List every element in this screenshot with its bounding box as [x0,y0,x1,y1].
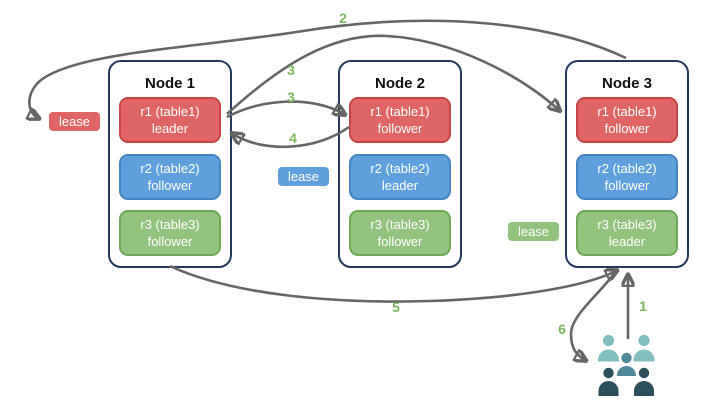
replica-role: leader [381,178,419,193]
replica-name: r2 (table2) [140,161,200,176]
arrow-step-5 [169,264,616,303]
lease-badge-r3: lease [507,221,560,242]
replica-role: follower [377,234,423,249]
node-3-replica-r2: r2 (table2) follower [576,154,678,200]
step-label-3-lower: 3 [287,89,295,105]
node-3-replica-r1: r1 (table1) follower [576,97,678,143]
node-1-replica-r2: r2 (table2) follower [119,154,221,200]
node-1-replica-r3: r3 (table3) follower [119,210,221,256]
node-1-replica-r1: r1 (table1) leader [119,97,221,143]
node-2-replica-r2: r2 (table2) leader [349,154,451,200]
replica-role: follower [147,234,193,249]
node-1-title: Node 1 [144,75,195,92]
replica-role: leader [608,234,646,249]
lease-badge-r2: lease [277,166,330,187]
node-2-title: Node 2 [374,75,425,92]
step-label-3-upper: 3 [287,62,295,78]
node-1-card: Node 1 r1 (table1) leader r2 (table2) fo… [108,60,232,268]
replica-name: r3 (table3) [370,217,430,232]
replica-name: r3 (table3) [140,217,200,232]
node-2-replica-r3: r3 (table3) follower [349,210,451,256]
replica-role: follower [147,178,193,193]
replica-name: r3 (table3) [597,217,657,232]
step-label-6: 6 [558,321,566,337]
replica-name: r1 (table1) [597,104,657,119]
lease-badge-r1: lease [48,111,101,132]
replica-role: leader [151,121,189,136]
users-icon [598,334,655,396]
replica-role: follower [604,121,650,136]
node-3-replica-r3: r3 (table3) leader [576,210,678,256]
arrow-step-3-to-node2 [226,100,344,119]
step-label-5: 5 [392,299,400,315]
replica-role: follower [604,178,650,193]
node-3-card: Node 3 r1 (table1) follower r2 (table2) … [565,60,689,268]
node-2-card: Node 2 r1 (table1) follower r2 (table2) … [338,60,462,268]
replica-role: follower [377,121,423,136]
replica-name: r1 (table1) [140,104,200,119]
node-2-replica-r1: r1 (table1) follower [349,97,451,143]
step-label-4: 4 [289,130,297,146]
node-3-title: Node 3 [601,75,652,92]
replica-name: r2 (table2) [370,161,430,176]
step-label-2: 2 [339,10,347,26]
step-label-1: 1 [639,298,647,314]
replica-name: r2 (table2) [597,161,657,176]
replica-name: r1 (table1) [370,104,430,119]
